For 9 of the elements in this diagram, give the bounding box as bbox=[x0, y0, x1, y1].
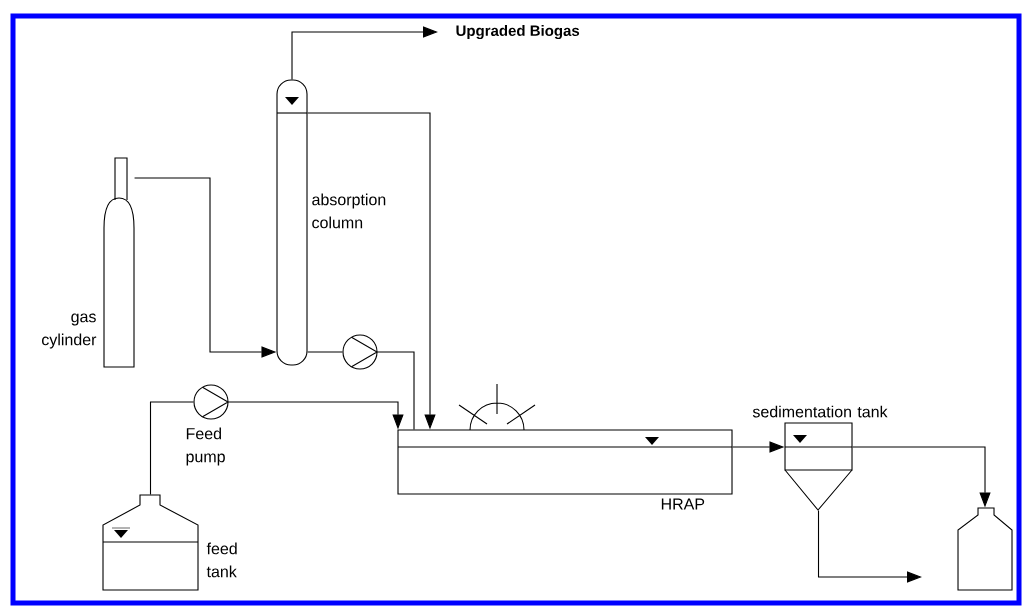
equipment-label: HRAP bbox=[661, 498, 705, 510]
pump-symbol bbox=[342, 334, 379, 370]
equipment-label: sedimentation tank bbox=[752, 405, 888, 418]
equipment-label: Feed pump bbox=[186, 427, 225, 466]
equipment-label: absorption column bbox=[312, 193, 386, 229]
equipment-label: gas cylinder bbox=[42, 313, 97, 349]
equipment-label: feed tank bbox=[206, 542, 237, 578]
output-label: Upgraded Biogas bbox=[456, 25, 580, 40]
bottle bbox=[957, 507, 1013, 591]
